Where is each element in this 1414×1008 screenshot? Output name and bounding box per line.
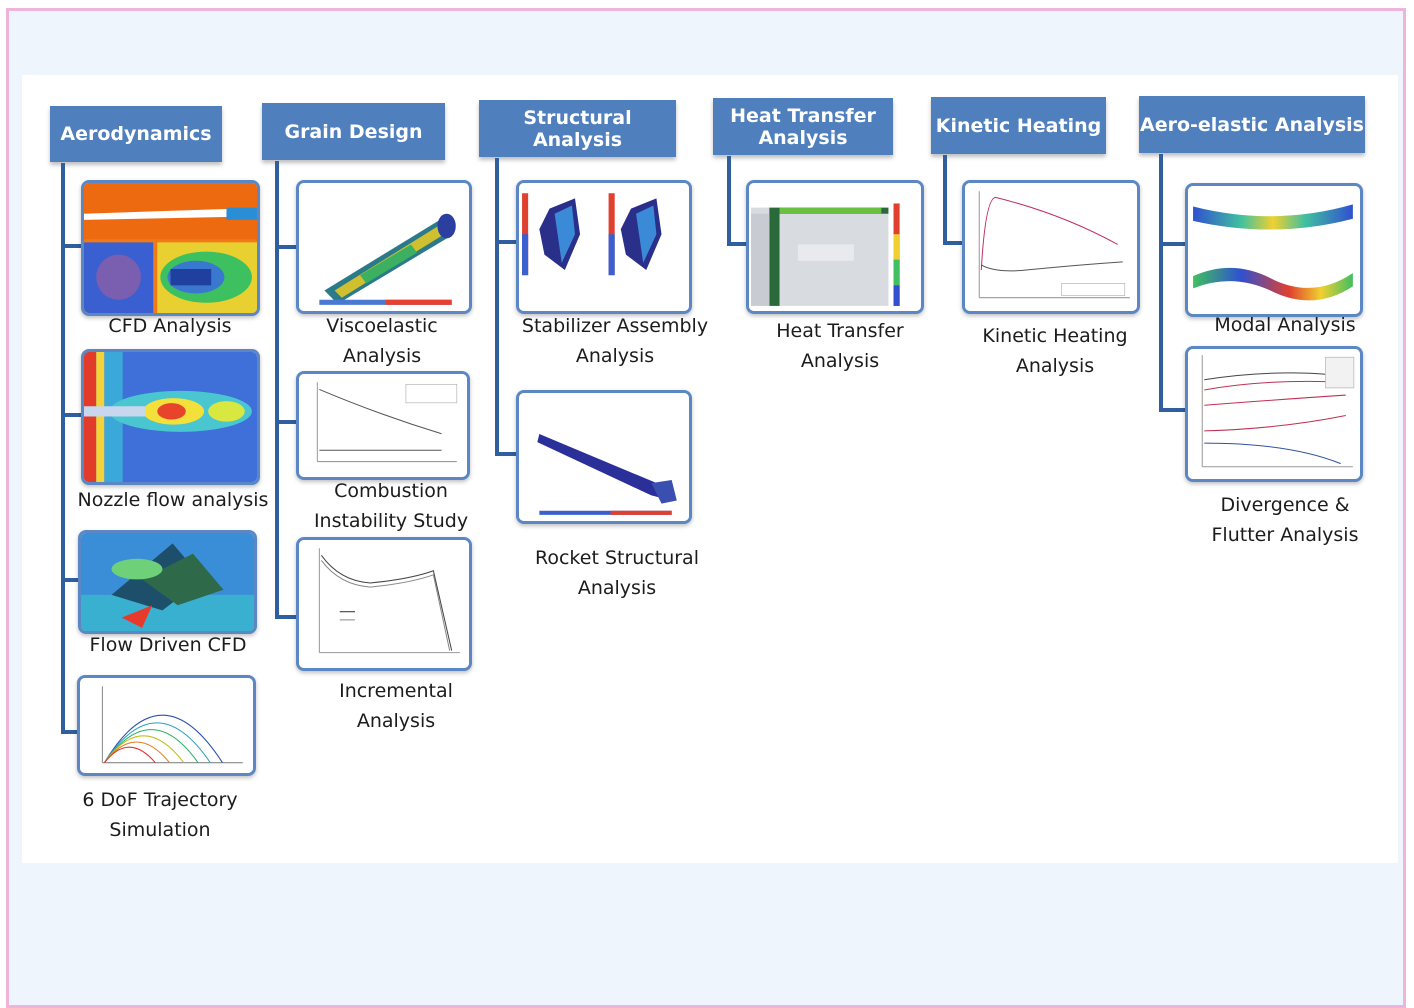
connector-heat-1 xyxy=(727,242,747,246)
connector-grain-trunk xyxy=(275,161,279,618)
thumb-modal-analysis xyxy=(1185,183,1363,317)
caption-viscoelastic: Viscoelastic Analysis xyxy=(326,315,438,367)
caption-flow-driven-cfd: Flow Driven CFD xyxy=(89,634,247,656)
connector-aeroelastic-1 xyxy=(1159,242,1186,246)
thumb-rocket-structural xyxy=(516,390,692,524)
thumb-stabilizer xyxy=(516,180,692,314)
header-heat-transfer: Heat Transfer Analysis xyxy=(713,98,893,155)
thumb-incremental xyxy=(296,537,472,671)
connector-grain-3 xyxy=(275,615,297,619)
caption-flutter: Divergence & Flutter Analysis xyxy=(1211,494,1359,546)
thumb-flow-driven-cfd xyxy=(78,530,257,634)
thumb-trajectory xyxy=(77,675,256,776)
connector-grain-1 xyxy=(275,245,297,249)
thumb-combustion xyxy=(296,371,470,480)
caption-nozzle-flow: Nozzle flow analysis xyxy=(77,489,269,511)
connector-aeroelastic-trunk xyxy=(1159,154,1163,412)
thumb-flutter xyxy=(1185,346,1363,482)
connector-kinetic-trunk xyxy=(943,155,947,245)
thumb-kinetic-heating xyxy=(962,180,1140,314)
caption-trajectory: 6 DoF Trajectory Simulation xyxy=(82,789,238,841)
caption-combustion: Combustion Instability Study xyxy=(313,480,469,532)
connector-structural-trunk xyxy=(495,158,499,456)
caption-modal-analysis: Modal Analysis xyxy=(1214,314,1356,336)
caption-heat-transfer: Heat Transfer Analysis xyxy=(776,320,904,372)
thumb-nozzle-flow xyxy=(81,349,260,485)
caption-stabilizer: Stabilizer Assembly Analysis xyxy=(521,315,709,367)
connector-kinetic-1 xyxy=(943,241,963,245)
header-grain-design: Grain Design xyxy=(262,103,445,160)
header-aerodynamics: Aerodynamics xyxy=(50,106,222,162)
connector-grain-2 xyxy=(275,420,297,424)
caption-rocket-structural: Rocket Structural Analysis xyxy=(535,547,699,599)
header-kinetic-heating: Kinetic Heating xyxy=(931,97,1106,154)
connector-struct-1 xyxy=(495,240,517,244)
header-structural-analysis: Structural Analysis xyxy=(479,100,676,157)
connector-aero-1 xyxy=(61,244,83,248)
connector-heat-trunk xyxy=(727,156,731,246)
thumb-viscoelastic xyxy=(296,180,472,314)
thumb-heat-transfer xyxy=(746,180,924,314)
connector-struct-2 xyxy=(495,452,517,456)
caption-incremental: Incremental Analysis xyxy=(339,680,453,732)
connector-aerodynamics-trunk xyxy=(61,163,65,733)
header-aeroelastic: Aero-elastic Analysis xyxy=(1139,96,1365,153)
connector-aero-2 xyxy=(61,413,83,417)
caption-cfd-analysis: CFD Analysis xyxy=(108,315,232,337)
caption-kinetic-heating: Kinetic Heating Analysis xyxy=(982,325,1128,377)
connector-aeroelastic-2 xyxy=(1159,408,1186,412)
connector-aero-3 xyxy=(61,578,81,582)
connector-aero-4 xyxy=(61,730,78,734)
thumb-cfd-analysis xyxy=(81,180,260,316)
